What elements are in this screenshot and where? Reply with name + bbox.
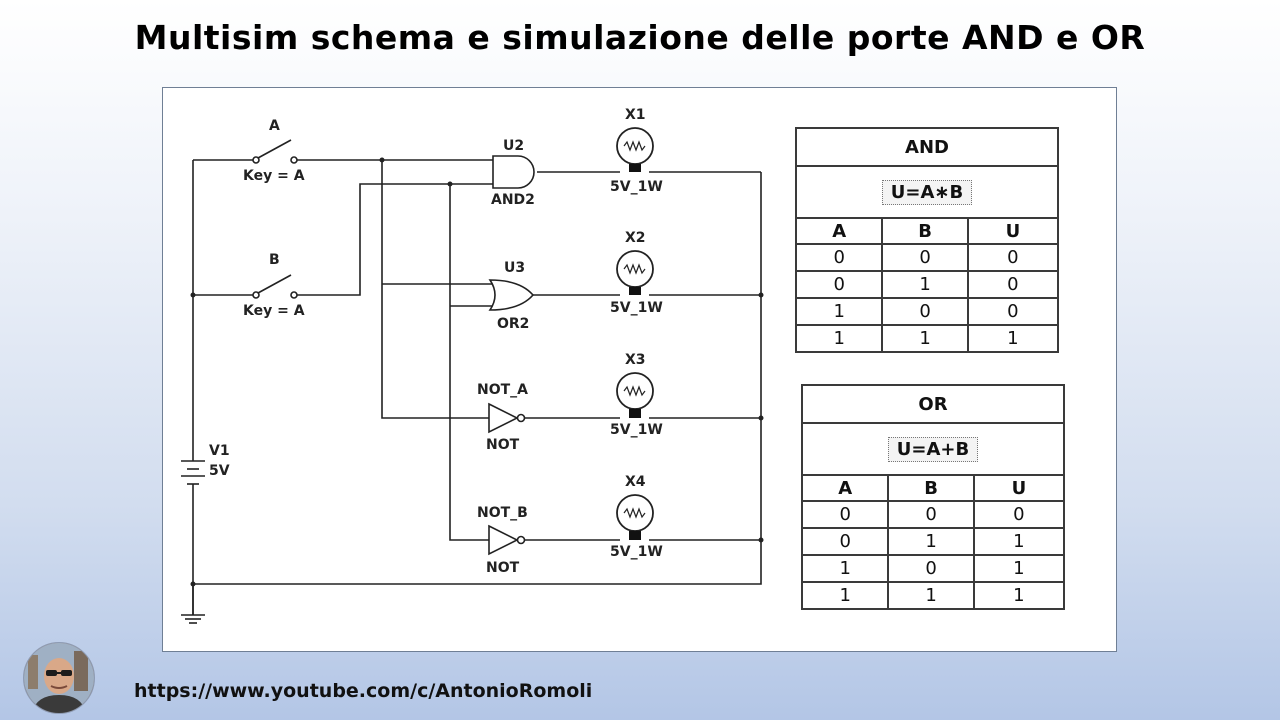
or-gate-type: OR2 [497, 316, 529, 332]
switch-b-name: B [269, 252, 280, 268]
table-cell: 1 [972, 554, 1066, 583]
source-name: V1 [209, 443, 230, 459]
switch-b [252, 274, 298, 299]
lamp-x2-ref: X2 [625, 230, 646, 246]
and-gate-type: AND2 [491, 192, 535, 208]
table-cell: 0 [966, 297, 1060, 326]
table-row: 0 0 0 [800, 500, 1066, 529]
table-cell: 1 [972, 581, 1066, 610]
table-cell: 1 [972, 527, 1066, 556]
wires [192, 159, 762, 615]
table-cell: 1 [887, 581, 975, 610]
table-cell: 0 [794, 270, 884, 299]
lamp-x3-ref: X3 [625, 352, 646, 368]
and-header-b: B [881, 217, 969, 245]
or-gate-shape [488, 279, 535, 311]
and-table-formula-cell: U=A∗B [795, 165, 1059, 219]
table-row: 0 0 0 [794, 243, 1060, 272]
lamp-x4 [616, 494, 654, 540]
table-cell: 0 [800, 527, 890, 556]
table-cell: 0 [966, 270, 1060, 299]
table-row: 1 1 1 [794, 324, 1060, 353]
and-gate-shape [492, 155, 535, 189]
or-gate-ref: U3 [504, 260, 525, 276]
bus-b-wire [449, 184, 489, 541]
or-header-u: U [972, 474, 1066, 502]
avatar [23, 642, 95, 714]
switch-a [252, 139, 298, 164]
or-header-b: B [887, 474, 975, 502]
not-a-bubble [516, 413, 526, 423]
table-row: 1 0 0 [794, 297, 1060, 326]
switch-b-to-and-wire [297, 183, 493, 296]
table-cell: 0 [800, 500, 890, 529]
lamp-x2 [616, 250, 654, 295]
table-cell: 0 [887, 500, 975, 529]
table-cell: 0 [881, 243, 969, 272]
table-row: 1 1 1 [800, 581, 1066, 610]
not-b-bubble [516, 535, 526, 545]
table-cell: 1 [794, 324, 884, 353]
table-cell: 1 [881, 270, 969, 299]
return-rail-wire [193, 172, 762, 585]
and-gate-ref: U2 [503, 138, 524, 154]
and-header-u: U [966, 217, 1060, 245]
not-a-gate-shape [488, 402, 519, 434]
table-cell: 1 [800, 581, 890, 610]
ground-symbol [181, 614, 205, 624]
and-header-a: A [794, 217, 884, 245]
table-cell: 1 [881, 324, 969, 353]
table-cell: 1 [800, 554, 890, 583]
not-a-ref: NOT_A [477, 382, 528, 398]
or-truth-table: OR U=A+B A B U 0 0 0 0 1 1 1 0 1 1 1 1 [800, 384, 1066, 610]
or-header-a: A [800, 474, 890, 502]
lamp-x1 [616, 127, 654, 172]
lamp-x1-ref: X1 [625, 107, 646, 123]
table-row: 1 0 1 [800, 554, 1066, 583]
or-table-title: OR [801, 384, 1065, 424]
lamp-x2-rating: 5V_1W [610, 300, 663, 316]
table-cell: 0 [966, 243, 1060, 272]
table-cell: 0 [794, 243, 884, 272]
table-row: 0 1 1 [800, 527, 1066, 556]
not-b-ref: NOT_B [477, 505, 528, 521]
source-value: 5V [209, 463, 230, 479]
lamp-x3 [616, 372, 654, 418]
and-truth-table: AND U=A∗B A B U 0 0 0 0 1 0 1 0 0 1 1 1 [794, 127, 1060, 353]
table-cell: 0 [972, 500, 1066, 529]
and-formula: U=A∗B [881, 179, 973, 205]
table-cell: 0 [887, 554, 975, 583]
lamp-x1-rating: 5V_1W [610, 179, 663, 195]
switch-a-key: Key = A [243, 168, 305, 184]
table-cell: 1 [966, 324, 1060, 353]
table-cell: 1 [794, 297, 884, 326]
table-cell: 1 [887, 527, 975, 556]
not-b-type: NOT [486, 560, 520, 576]
table-cell: 0 [881, 297, 969, 326]
or-table-formula-cell: U=A+B [801, 422, 1065, 476]
page-title: Multisim schema e simulazione delle port… [134, 18, 1146, 57]
lamp-x3-rating: 5V_1W [610, 422, 663, 438]
avatar-portrait [24, 643, 94, 713]
switch-b-key: Key = A [243, 303, 305, 319]
or-formula: U=A+B [887, 436, 979, 462]
and-table-title: AND [795, 127, 1059, 167]
lamp-x4-rating: 5V_1W [610, 544, 663, 560]
not-b-gate-shape [488, 524, 519, 556]
channel-url-link[interactable]: https://www.youtube.com/c/AntonioRomoli [134, 680, 593, 702]
table-row: 0 1 0 [794, 270, 1060, 299]
battery-v1 [181, 454, 205, 487]
not-a-type: NOT [486, 437, 520, 453]
circuit-schematic: A Key = A B Key = A V1 5V U2 AND2 U3 OR2 [181, 107, 764, 624]
bus-a-wire [381, 160, 489, 419]
lamp-x4-ref: X4 [625, 474, 646, 490]
switch-a-name: A [269, 118, 280, 134]
junctions [190, 157, 764, 587]
